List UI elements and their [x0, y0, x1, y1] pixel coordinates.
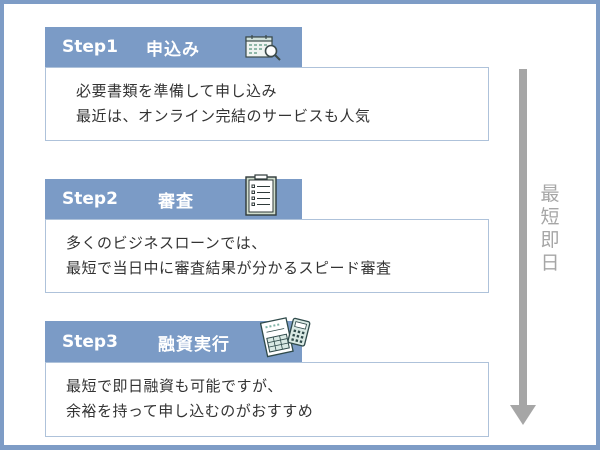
step2-number: Step2 [62, 189, 118, 209]
clipboard-checklist-icon [245, 174, 277, 216]
step3-header: Step3 融資実行 [45, 321, 302, 363]
step2-line2: 最短で当日中に審査結果が分かるスピード審査 [66, 259, 392, 277]
step3-title: 融資実行 [158, 334, 230, 355]
timeline-label: 最 短 即 日 [539, 183, 561, 275]
step3-line1: 最短で即日融資も可能ですが、 [66, 377, 283, 395]
arrow-down-icon [510, 405, 536, 425]
step1-line1: 必要書類を準備して申し込み [76, 82, 278, 100]
calendar-search-icon [245, 35, 281, 61]
step1-title: 申込み [146, 39, 200, 60]
step2-description: 多くのビジネスローンでは、 最短で当日中に審査結果が分かるスピード審査 [45, 219, 489, 293]
timeline-arrow-shaft [519, 69, 527, 407]
step2-title: 審査 [158, 191, 194, 212]
timeline-label-char: 日 [540, 252, 560, 274]
step3-line2: 余裕を持って申し込むのがおすすめ [66, 402, 314, 420]
timeline-label-char: 即 [540, 229, 560, 251]
step1-description: 必要書類を準備して申し込み 最近は、オンライン完結のサービスも人気 [45, 67, 489, 141]
timeline-label-char: 最 [540, 183, 560, 205]
step3-description: 最短で即日融資も可能ですが、 余裕を持って申し込むのがおすすめ [45, 362, 489, 437]
step2-line1: 多くのビジネスローンでは、 [66, 234, 267, 252]
document-calculator-icon [260, 317, 311, 358]
step1-line2: 最近は、オンライン完結のサービスも人気 [76, 107, 371, 125]
step1-number: Step1 [62, 37, 118, 57]
timeline-label-char: 短 [540, 206, 560, 228]
step3-number: Step3 [62, 332, 118, 352]
